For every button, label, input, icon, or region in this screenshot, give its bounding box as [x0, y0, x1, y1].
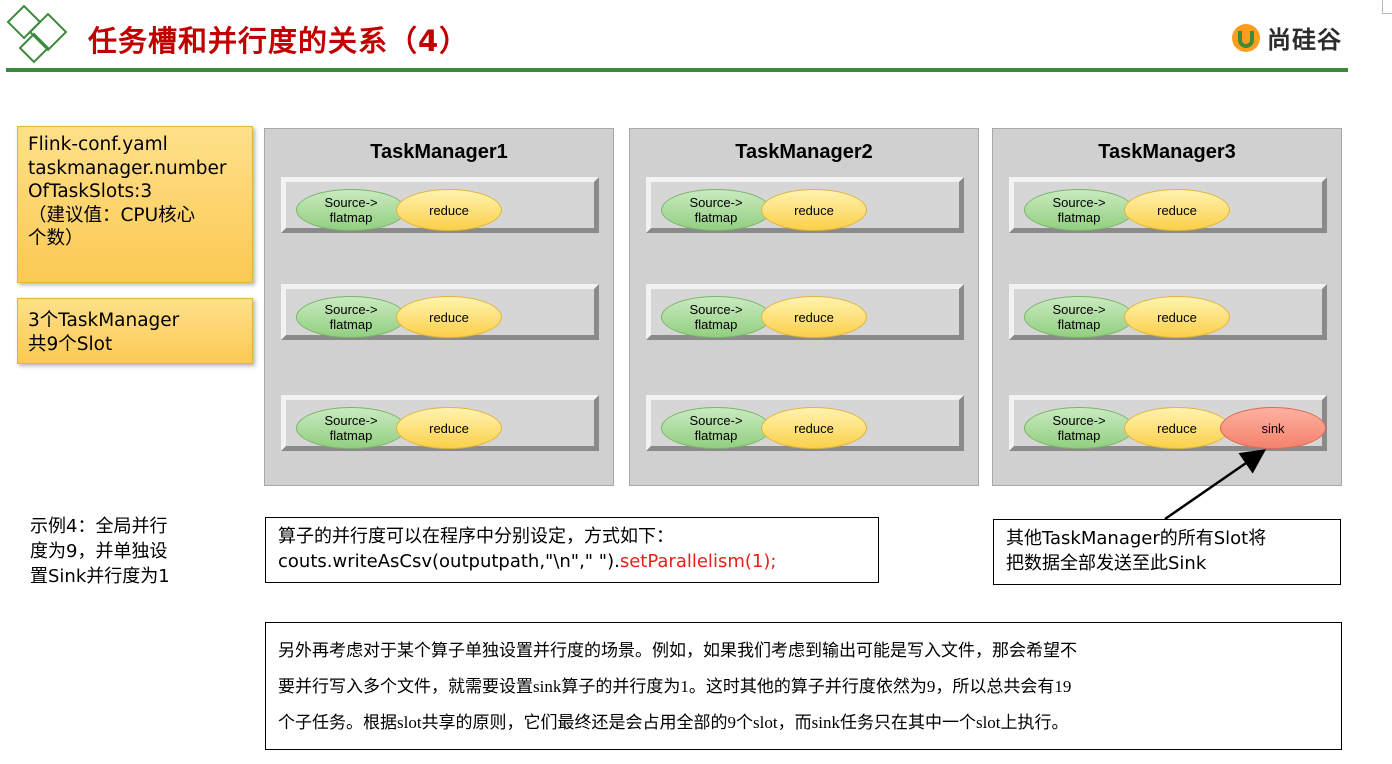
header-divider	[6, 68, 1348, 72]
source-flatmap-operator: Source->flatmap	[661, 189, 771, 231]
paragraph-line: 另外再考虑对于某个算子单独设置并行度的场景。例如，如果我们考虑到输出可能是写入文…	[278, 641, 1077, 660]
page-title: 任务槽和并行度的关系（4）	[88, 24, 470, 58]
example-line: 示例4：全局并行	[30, 516, 168, 537]
annotation-line: 其他TaskManager的所有Slot将	[1006, 528, 1267, 549]
paragraph-line: 个子任务。根据slot共享的原则，它们最终还是会占用全部的9个slot，而sin…	[278, 713, 1069, 732]
code-description: 算子的并行度可以在程序中分别设定，方式如下：	[278, 526, 674, 547]
source-flatmap-operator: Source->flatmap	[661, 407, 771, 449]
taskmanager-title: TaskManager1	[370, 141, 508, 163]
taskmanager-panel-2: TaskManager2 Source->flatmap reduce Sour…	[629, 128, 979, 486]
sink-operator: sink	[1220, 407, 1326, 449]
task-slot: Source->flatmap reduce	[646, 177, 964, 233]
task-slot: Source->flatmap reduce	[281, 395, 599, 451]
brand-u-icon	[1232, 23, 1260, 52]
code-highlight: setParallelism(1);	[619, 551, 777, 572]
explanation-paragraph: 另外再考虑对于某个算子单独设置并行度的场景。例如，如果我们考虑到输出可能是写入文…	[265, 622, 1342, 750]
brand-name: 尚硅谷	[1267, 26, 1342, 54]
config-note: Flink-conf.yaml taskmanager.number OfTas…	[17, 126, 253, 283]
source-flatmap-operator: Source->flatmap	[1024, 407, 1134, 449]
config-line: Flink-conf.yaml	[28, 134, 168, 155]
summary-line: 3个TaskManager	[28, 310, 180, 331]
source-flatmap-operator: Source->flatmap	[296, 189, 406, 231]
reduce-operator: reduce	[761, 189, 867, 231]
task-slot: Source->flatmap reduce	[646, 284, 964, 340]
paragraph-line: 要并行写入多个文件，就需要设置sink算子的并行度为1。这时其他的算子并行度依然…	[278, 677, 1072, 696]
task-slot: Source->flatmap reduce	[1009, 177, 1327, 233]
source-flatmap-operator: Source->flatmap	[1024, 189, 1134, 231]
source-flatmap-operator: Source->flatmap	[661, 296, 771, 338]
taskmanager-panel-1: TaskManager1 Source->flatmap reduce Sour…	[264, 128, 614, 486]
source-flatmap-operator: Source->flatmap	[1024, 296, 1134, 338]
reduce-operator: reduce	[396, 296, 502, 338]
code-snippet: couts.writeAsCsv(outputpath,"\n"," ").	[278, 551, 620, 572]
taskmanager-panel-3: TaskManager3 Source->flatmap reduce Sour…	[992, 128, 1342, 486]
reduce-operator: reduce	[1124, 296, 1230, 338]
source-flatmap-operator: Source->flatmap	[296, 407, 406, 449]
example-label: 示例4：全局并行 度为9，并单独设 置Sink并行度为1	[30, 514, 170, 589]
config-line: 个数）	[28, 228, 84, 249]
reduce-operator: reduce	[396, 407, 502, 449]
config-line: taskmanager.number	[28, 157, 227, 179]
config-line: OfTaskSlots:3	[28, 181, 153, 202]
task-slot: Source->flatmap reduce	[281, 177, 599, 233]
summary-note: 3个TaskManager 共9个Slot	[17, 298, 253, 364]
config-line: （建议值：CPU核心	[28, 204, 196, 226]
diamond-logo-icon	[6, 4, 68, 64]
task-slot: Source->flatmap reduce	[281, 284, 599, 340]
brand-logo: 尚硅谷	[1231, 20, 1342, 55]
reduce-operator: reduce	[1124, 189, 1230, 231]
summary-line: 共9个Slot	[28, 333, 113, 355]
reduce-operator: reduce	[396, 189, 502, 231]
example-line: 度为9，并单独设	[30, 541, 168, 562]
code-callout: 算子的并行度可以在程序中分别设定，方式如下： couts.writeAsCsv(…	[265, 517, 879, 583]
reduce-operator: reduce	[761, 296, 867, 338]
corner-tab	[1382, 0, 1392, 14]
task-slot: Source->flatmap reduce sink	[1009, 395, 1327, 451]
reduce-operator: reduce	[1124, 407, 1230, 449]
sink-annotation: 其他TaskManager的所有Slot将 把数据全部发送至此Sink	[993, 519, 1341, 585]
example-line: 置Sink并行度为1	[30, 566, 170, 587]
task-slot: Source->flatmap reduce	[646, 395, 964, 451]
reduce-operator: reduce	[761, 407, 867, 449]
taskmanager-title: TaskManager2	[735, 141, 873, 163]
taskmanager-title: TaskManager3	[1098, 141, 1236, 163]
source-flatmap-operator: Source->flatmap	[296, 296, 406, 338]
task-slot: Source->flatmap reduce	[1009, 284, 1327, 340]
annotation-line: 把数据全部发送至此Sink	[1006, 553, 1207, 574]
